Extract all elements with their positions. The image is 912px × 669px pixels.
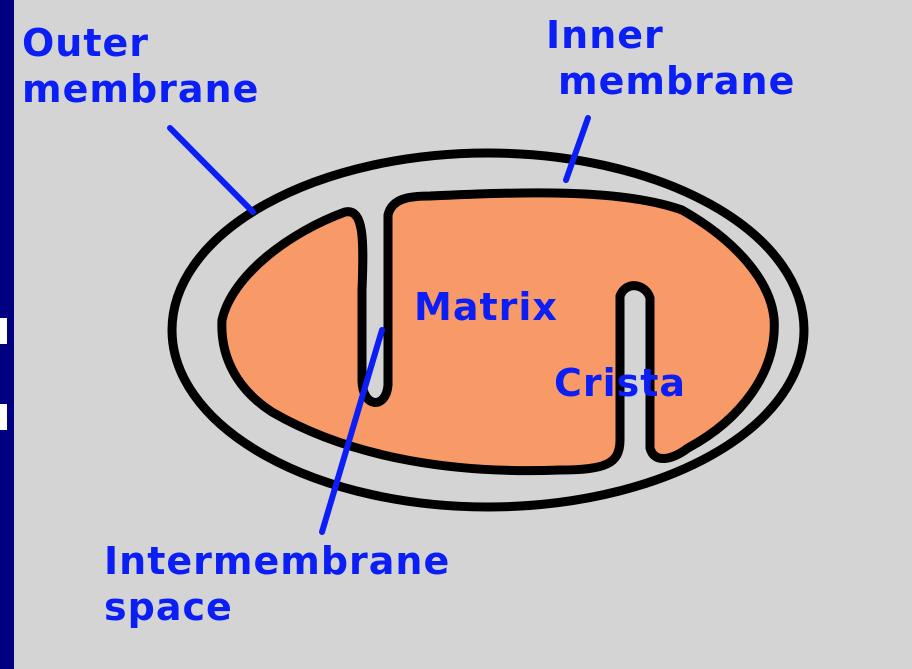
outer-membrane-leader: [170, 128, 253, 212]
crista-label: Crista: [554, 360, 686, 406]
intermembrane-space-label-line2: space: [104, 584, 450, 630]
inner-membrane-label-line1: Inner: [546, 12, 795, 58]
intermembrane-space-label: Intermembrane space: [104, 538, 450, 630]
intermembrane-space-label-line1: Intermembrane: [104, 538, 450, 584]
outer-membrane-label: Outer membrane: [22, 20, 259, 112]
inner-membrane-label-line2: membrane: [546, 58, 795, 104]
outer-membrane-label-line1: Outer: [22, 20, 259, 66]
matrix-label: Matrix: [414, 284, 558, 330]
inner-membrane-shape: [222, 193, 774, 471]
inner-membrane-label: Inner membrane: [546, 12, 795, 104]
outer-membrane-label-line2: membrane: [22, 66, 259, 112]
